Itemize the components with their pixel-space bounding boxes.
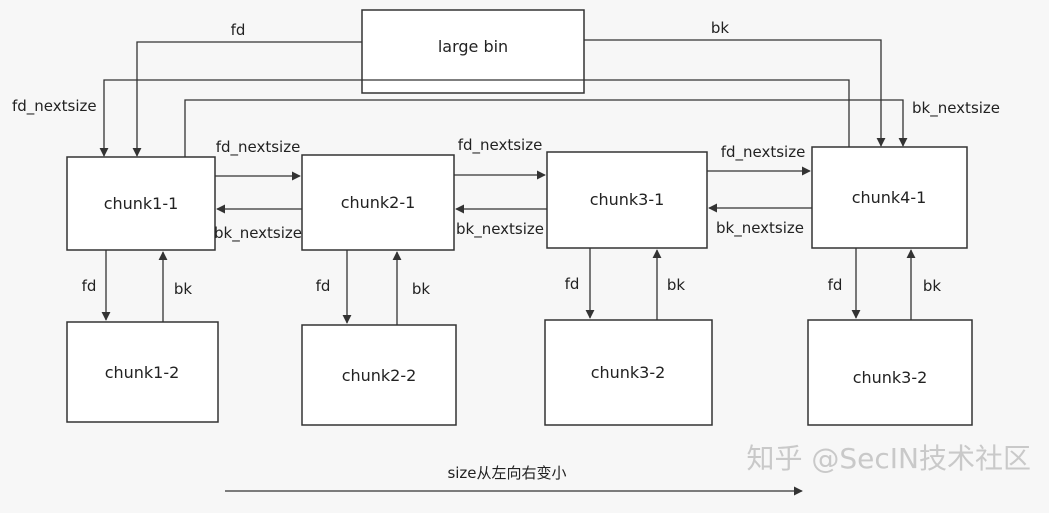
outer-bk-nextsize-arrow bbox=[184, 99, 908, 157]
bk-nextsize-label-3-2: bk_nextsize bbox=[456, 220, 544, 239]
chunk4-2-box bbox=[807, 319, 973, 426]
bk-label-chunk1: bk bbox=[174, 280, 193, 298]
bk-nextsize-label-2-1: bk_nextsize bbox=[214, 224, 302, 243]
chunk2-2-box bbox=[301, 324, 457, 426]
chunk1-1-label: chunk1-1 bbox=[104, 194, 179, 213]
fd-nextsize-label-3-4: fd_nextsize bbox=[721, 143, 806, 162]
bin-bk-label: bk bbox=[711, 19, 730, 37]
bk-label-chunk4: bk bbox=[923, 277, 942, 295]
chunk2-1-label: chunk2-1 bbox=[341, 193, 416, 212]
large-bin-box bbox=[361, 9, 585, 94]
chunk3-2-box bbox=[544, 319, 713, 426]
size-note: size从左向右变小 bbox=[447, 464, 566, 482]
fd-label-chunk2: fd bbox=[316, 277, 331, 295]
chunk2-1-box bbox=[301, 154, 455, 251]
fd-label-chunk1: fd bbox=[82, 277, 97, 295]
outer-fd-nextsize-arrow bbox=[99, 79, 850, 157]
bk-nextsize-label-4-3: bk_nextsize bbox=[716, 219, 804, 238]
chunk1-2-box bbox=[66, 321, 219, 423]
large-bin-label: large bin bbox=[438, 37, 508, 56]
chunk3-1-label: chunk3-1 bbox=[590, 190, 665, 209]
bk-label-chunk3: bk bbox=[667, 276, 686, 294]
bk-label-chunk2: bk bbox=[412, 280, 431, 298]
chunk3-2-label: chunk3-2 bbox=[591, 363, 666, 382]
chunk4-1-box bbox=[811, 146, 968, 249]
chunk3-1-box bbox=[546, 151, 708, 249]
fd-label-chunk4: fd bbox=[828, 276, 843, 294]
watermark: 知乎 @SecIN技术社区 bbox=[747, 442, 1032, 475]
chunk1-2-label: chunk1-2 bbox=[105, 363, 180, 382]
fd-label-chunk3: fd bbox=[565, 275, 580, 293]
bin-fd-arrow bbox=[132, 41, 362, 157]
bin-bk-arrow bbox=[584, 39, 886, 147]
chunk4-2-label: chunk3-2 bbox=[853, 368, 928, 387]
outer-bk-nextsize-label: bk_nextsize bbox=[912, 99, 1000, 118]
chunk1-1-box bbox=[66, 156, 216, 251]
fd-nextsize-label-1-2: fd_nextsize bbox=[216, 138, 301, 157]
chunk2-2-label: chunk2-2 bbox=[342, 366, 417, 385]
bin-fd-label: fd bbox=[231, 21, 246, 39]
outer-fd-nextsize-label: fd_nextsize bbox=[12, 97, 97, 116]
fd-nextsize-label-2-3: fd_nextsize bbox=[458, 136, 543, 155]
chunk4-1-label: chunk4-1 bbox=[852, 188, 927, 207]
